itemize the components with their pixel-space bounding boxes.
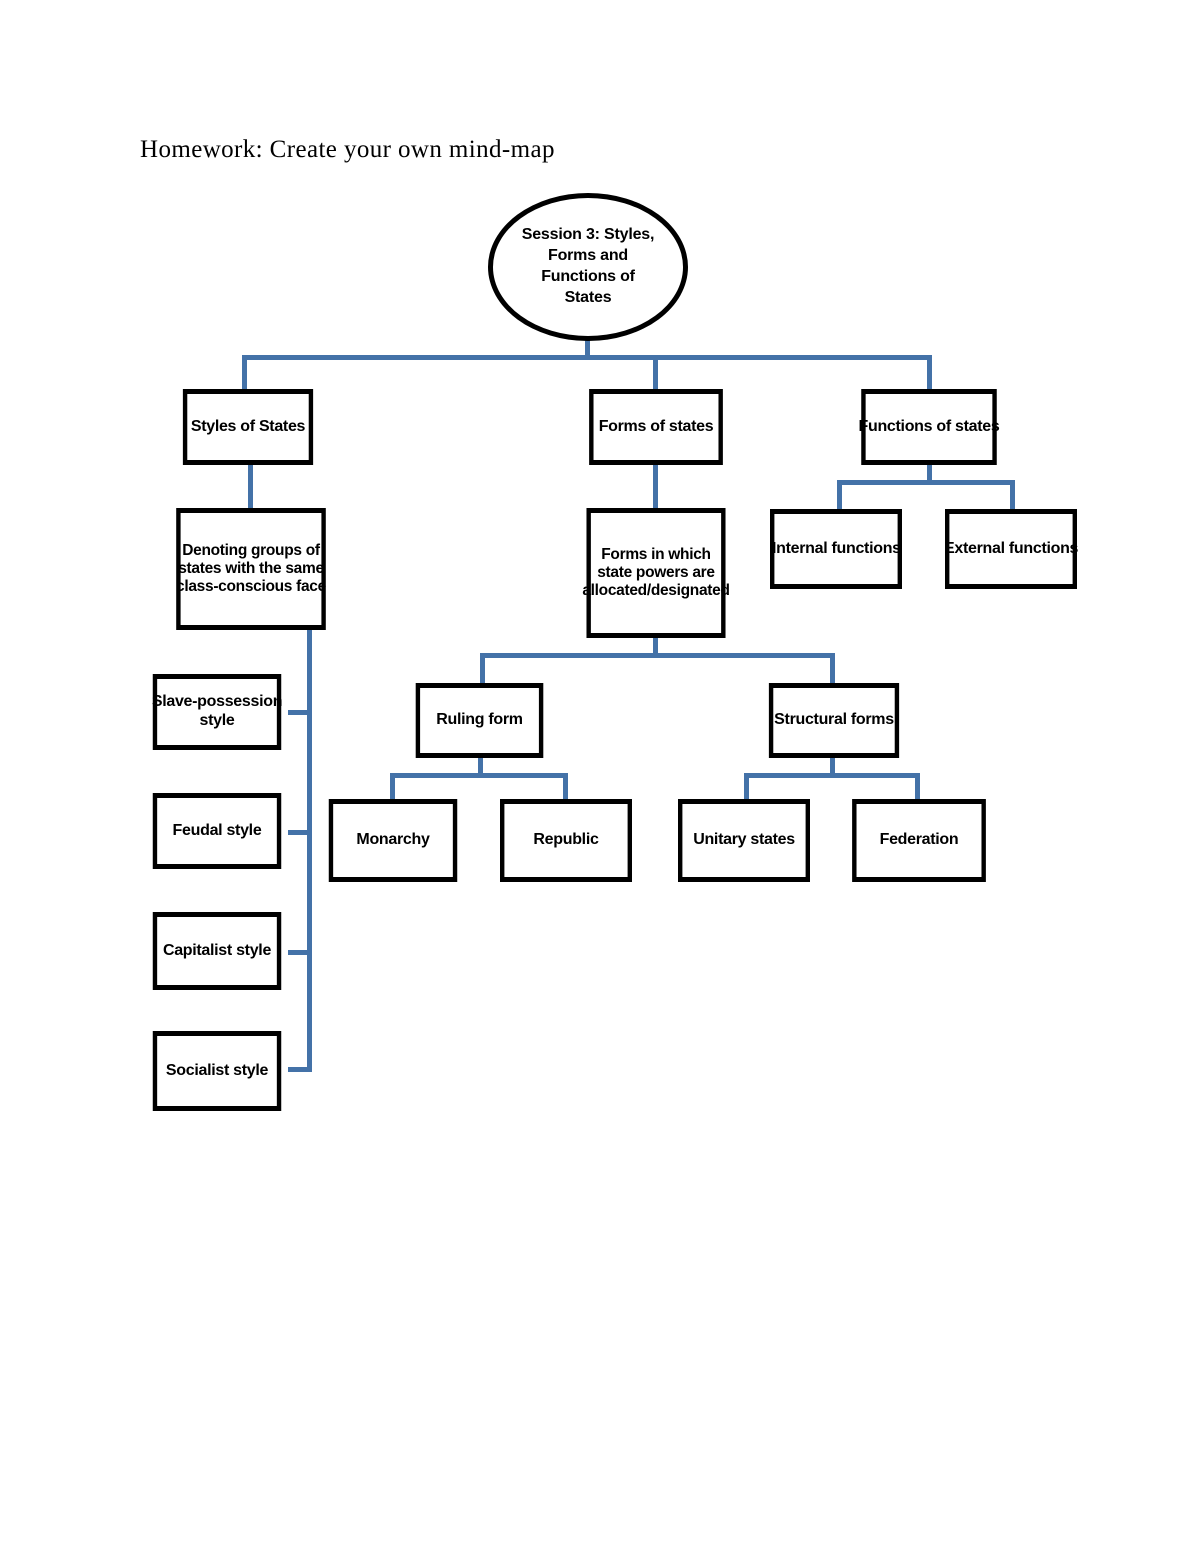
node-styles-detail-label: Denoting groups of states with the same … (176, 541, 326, 596)
node-unitary-states-label: Unitary states (693, 831, 795, 849)
connector-ruling-stem (478, 758, 483, 776)
connector-ruling-to-monarchy (390, 773, 395, 800)
node-internal-functions[interactable]: Internal functions (770, 509, 902, 589)
node-root[interactable]: Session 3: Styles, Forms and Functions o… (488, 193, 688, 341)
connector-functions-to-internal (837, 480, 842, 509)
connector-ruling-to-republic (563, 773, 568, 800)
node-ruling-form[interactable]: Ruling form (415, 683, 544, 758)
node-structural-forms-label: Structural forms (774, 711, 894, 729)
connector-formsdetail-stem (653, 638, 658, 656)
node-forms-detail[interactable]: Forms in which state powers are allocate… (582, 508, 730, 638)
node-styles-of-states[interactable]: Styles of States (182, 389, 314, 465)
connector-ruling-bus (390, 773, 568, 778)
node-capitalist-style-label: Capitalist style (162, 941, 272, 959)
node-external-functions[interactable]: External functions (943, 509, 1079, 589)
connector-root-to-styles (242, 355, 247, 389)
node-functions-of-states-label: Functions of states (858, 417, 1000, 435)
node-feudal-style-label: Feudal style (172, 821, 262, 839)
node-capitalist-style[interactable]: Capitalist style (152, 912, 282, 990)
connector-structural-to-federation (915, 773, 920, 800)
node-external-functions-label: External functions (943, 539, 1079, 557)
node-forms-detail-label: Forms in which state powers are allocate… (582, 545, 730, 600)
connector-functions-stem (927, 465, 932, 483)
connector-structural-to-unitary (744, 773, 749, 800)
connector-bus-to-structural (830, 653, 835, 683)
connector-spine-to-socialist (288, 1067, 312, 1072)
node-functions-of-states[interactable]: Functions of states (859, 389, 1000, 465)
node-styles-of-states-label: Styles of States (190, 417, 306, 435)
node-unitary-states[interactable]: Unitary states (678, 799, 810, 882)
page-title: Homework: Create your own mind-map (140, 136, 555, 163)
node-forms-of-states-label: Forms of states (598, 417, 714, 435)
node-slave-possession-style-label: Slave-possession style (151, 693, 283, 729)
connector-root-stem (585, 340, 590, 357)
connector-functions-bus (837, 480, 1015, 485)
connector-root-to-functions (927, 355, 932, 389)
node-styles-detail[interactable]: Denoting groups of states with the same … (176, 508, 326, 630)
node-slave-possession-style[interactable]: Slave-possession style (152, 674, 282, 750)
connector-styles-to-detail (248, 465, 253, 508)
connector-formsdetail-bus (480, 653, 835, 658)
connector-forms-to-detail (653, 465, 658, 508)
node-monarchy-label: Monarchy (356, 831, 430, 849)
connector-structural-bus (744, 773, 920, 778)
connector-functions-to-external (1010, 480, 1015, 509)
node-republic-label: Republic (533, 831, 599, 849)
node-republic[interactable]: Republic (500, 799, 632, 882)
connector-styles-spine (307, 630, 312, 1072)
node-federation-label: Federation (879, 831, 959, 849)
connector-spine-to-slave (288, 710, 312, 715)
connector-bus-to-ruling (480, 653, 485, 683)
node-monarchy[interactable]: Monarchy (328, 799, 458, 882)
connector-root-to-forms (653, 355, 658, 389)
node-forms-of-states[interactable]: Forms of states (589, 389, 723, 465)
node-feudal-style[interactable]: Feudal style (152, 793, 282, 869)
node-ruling-form-label: Ruling form (436, 711, 523, 729)
connector-spine-to-feudal (288, 830, 312, 835)
node-root-label: Session 3: Styles, Forms and Functions o… (521, 226, 655, 306)
connector-structural-stem (830, 758, 835, 776)
node-federation[interactable]: Federation (852, 799, 986, 882)
connector-root-bus (242, 355, 932, 360)
connector-spine-to-capitalist (288, 950, 312, 955)
node-structural-forms[interactable]: Structural forms (768, 683, 900, 758)
node-socialist-style-label: Socialist style (165, 1061, 269, 1079)
node-internal-functions-label: Internal functions (771, 539, 901, 557)
node-socialist-style[interactable]: Socialist style (152, 1031, 282, 1111)
